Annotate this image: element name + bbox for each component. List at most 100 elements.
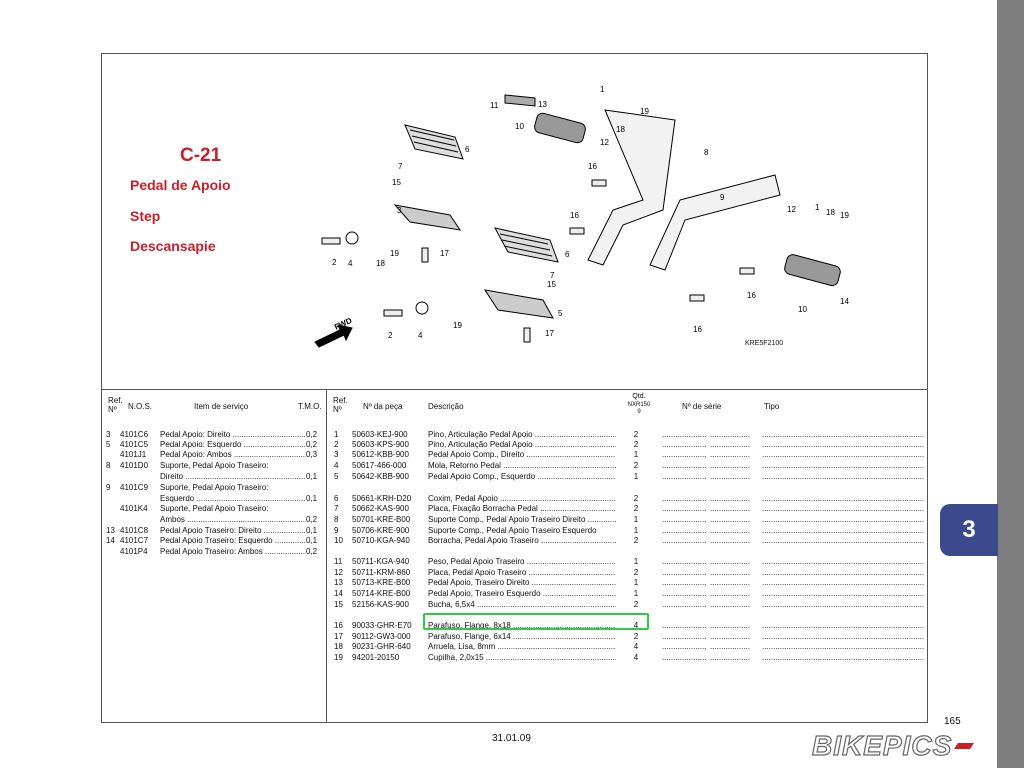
cell-ref: 5 xyxy=(334,472,339,481)
cell-desc: Suporte Comp., Pedal Apoio Traseiro Esqu… xyxy=(428,526,597,535)
callout-10: 10 xyxy=(515,122,524,131)
cell-desc: Borracha, Pedal Apoio Traseiro xyxy=(428,536,616,546)
cell-tipo xyxy=(762,494,924,504)
cell-part-number: 50713-KRE-B00 xyxy=(352,578,411,587)
cell-desc: Direito xyxy=(160,472,306,482)
callout-13: 13 xyxy=(538,100,547,109)
cell-qty: 1 xyxy=(633,450,639,459)
cell-serial-to xyxy=(710,632,750,642)
page-edge-bar xyxy=(997,0,1024,768)
cell-qty: 1 xyxy=(633,589,639,598)
cell-serial-to xyxy=(710,504,750,514)
cell-serial-to xyxy=(710,653,750,663)
callout-19c: 19 xyxy=(453,321,462,330)
callout-17b: 17 xyxy=(545,329,554,338)
callout-12b: 12 xyxy=(787,205,796,214)
cell-serial-from xyxy=(662,568,706,578)
cell-desc: Placa, Fixação Borracha Pedal xyxy=(428,504,616,514)
callout-6: 6 xyxy=(465,145,470,154)
cell-desc: Ambos xyxy=(160,515,306,525)
cell-tipo xyxy=(762,589,924,599)
cell-qty: 1 xyxy=(633,526,639,535)
table-row: Ambos0,2 xyxy=(106,515,326,525)
cell-part-number: 50714-KRE-B00 xyxy=(352,589,411,598)
cell-nos: 4101C7 xyxy=(120,536,149,545)
callout-7b: 7 xyxy=(550,271,555,280)
callout-8: 8 xyxy=(704,148,709,157)
cell-ref: 4 xyxy=(334,461,339,470)
cell-desc: Esquerdo xyxy=(160,494,306,504)
cell-ref: 14 xyxy=(106,536,115,545)
cell-tipo xyxy=(762,642,924,652)
cell-ref: 7 xyxy=(334,504,339,513)
cell-tipo xyxy=(762,621,924,631)
cell-qty: 2 xyxy=(633,494,639,503)
cell-serial-from xyxy=(662,430,706,440)
exploded-parts-diagram: 1 1 2 2 3 4 4 5 6 6 7 7 8 9 10 10 11 12 … xyxy=(300,80,860,360)
cell-desc: Suporte, Pedal Apoio Traseiro: xyxy=(160,504,269,513)
cell-serial-to xyxy=(710,589,750,599)
cell-ref: 8 xyxy=(334,515,339,524)
right-header-qty: Qtd. xyxy=(632,393,646,400)
cell-ref: 8 xyxy=(106,461,111,470)
page-number: 165 xyxy=(944,716,961,727)
cell-serial-from xyxy=(662,472,706,482)
cell-serial-to xyxy=(710,642,750,652)
cell-serial-to xyxy=(710,536,750,546)
cell-qty: 1 xyxy=(633,557,639,566)
cell-tipo xyxy=(762,504,924,514)
callout-1: 1 xyxy=(600,85,605,94)
cell-part-number: 52156-KAS-900 xyxy=(352,600,409,609)
cell-ref: 17 xyxy=(334,632,343,641)
cell-ref: 15 xyxy=(334,600,343,609)
cell-desc: Pedal Apoio Traseiro: Direito xyxy=(160,526,306,536)
cell-desc: Pedal Apoio Traseiro: Ambos xyxy=(160,547,306,557)
cell-ref: 9 xyxy=(106,483,111,492)
diagram-code: KRE5F2100 xyxy=(745,340,784,347)
callout-17: 17 xyxy=(440,249,449,258)
cell-qty: 2 xyxy=(633,461,639,470)
section-tab[interactable]: 3 xyxy=(940,504,998,556)
cell-qty: 2 xyxy=(633,504,639,513)
cell-serial-from xyxy=(662,450,706,460)
cell-part-number: 50661-KRH-D20 xyxy=(352,494,412,503)
cell-tipo xyxy=(762,472,924,482)
callout-7: 7 xyxy=(398,162,403,171)
cell-desc: Suporte Comp., Pedal Apoio Traseiro Dire… xyxy=(428,515,616,525)
cell-tipo xyxy=(762,461,924,471)
cell-nos: 4101C6 xyxy=(120,430,149,439)
cell-tipo xyxy=(762,515,924,525)
cell-desc: Suporte, Pedal Apoio Traseiro: xyxy=(160,461,269,470)
callout-2b: 2 xyxy=(388,331,393,340)
cell-ref: 1 xyxy=(334,430,339,439)
cell-serial-to xyxy=(710,430,750,440)
cell-ref: 9 xyxy=(334,526,339,535)
cell-qty: 4 xyxy=(633,621,639,630)
right-header-model-year: 9 xyxy=(637,409,641,415)
callout-19b: 19 xyxy=(390,249,399,258)
cell-tmo: 0,2 xyxy=(306,440,318,449)
cell-desc: Bucha, 6,5x4 xyxy=(428,600,616,610)
table-row: Direito0,1 xyxy=(106,472,326,482)
callout-11: 11 xyxy=(490,101,499,110)
cell-qty: 2 xyxy=(633,430,639,439)
cell-tipo xyxy=(762,440,924,450)
callout-16b: 16 xyxy=(570,211,579,220)
cell-desc: Parafuso, Flange, 6x14 xyxy=(428,632,616,642)
cell-serial-from xyxy=(662,557,706,567)
cell-ref: 13 xyxy=(106,526,115,535)
cell-tipo xyxy=(762,557,924,567)
cell-desc: Pedal Apoio: Ambos xyxy=(160,450,306,460)
cell-part-number: 50612-KBB-900 xyxy=(352,450,409,459)
cell-ref: 16 xyxy=(334,621,343,630)
cell-part-number: 90033-GHR-E70 xyxy=(352,621,412,630)
